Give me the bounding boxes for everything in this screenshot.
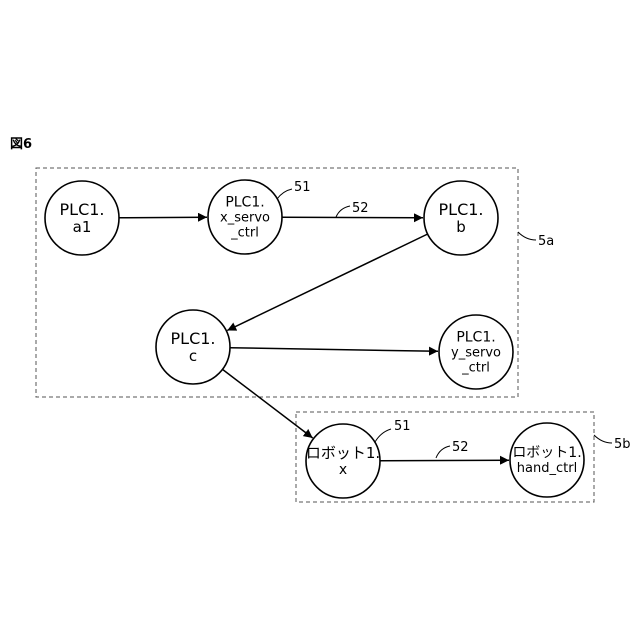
node-label-line: x_servo <box>220 211 270 226</box>
callout-label: 51 <box>394 419 411 434</box>
node-label-line: x <box>339 462 347 478</box>
node-c[interactable]: PLC1.c <box>156 310 230 384</box>
nodes-layer: PLC1.a1PLC1.x_servo_ctrlPLC1.bPLC1.cPLC1… <box>45 180 584 498</box>
node-robot_x[interactable]: ロボット1.x <box>306 424 380 498</box>
node-label-line: hand_ctrl <box>517 461 577 476</box>
edge-label-leader <box>436 446 450 458</box>
callout-leader <box>277 189 292 199</box>
group-label-5b: 5b <box>614 437 631 452</box>
node-label-line: PLC1. <box>225 195 264 211</box>
node-b[interactable]: PLC1.b <box>424 181 498 255</box>
figure-title: 図6 <box>10 137 32 152</box>
edge-c-to-y_servo <box>230 348 438 352</box>
node-label-line: PLC1. <box>171 329 216 348</box>
node-robot_hand[interactable]: ロボット1.hand_ctrl <box>510 423 584 497</box>
node-label-line: _ctrl <box>230 226 259 241</box>
edge-c-to-robot_x <box>223 369 313 438</box>
group-leader-5b <box>594 435 612 443</box>
node-label-line: PLC1. <box>439 200 484 219</box>
node-label-line: c <box>189 347 197 365</box>
node-a1[interactable]: PLC1.a1 <box>45 181 119 255</box>
group-label-5a: 5a <box>538 234 554 249</box>
edge-a1-to-x_servo <box>119 217 207 218</box>
callout-leader <box>375 429 391 442</box>
group-leader-5a <box>518 232 536 240</box>
edge-robot_x-to-robot_hand <box>380 460 509 461</box>
node-label-line: y_servo <box>451 346 501 361</box>
edge-x_servo-to-b <box>282 217 423 218</box>
node-y_servo[interactable]: PLC1.y_servo_ctrl <box>439 315 513 389</box>
node-label-line: PLC1. <box>456 330 495 346</box>
node-label-line: a1 <box>73 218 92 236</box>
node-label-line: b <box>456 218 466 236</box>
node-label-line: _ctrl <box>461 361 490 376</box>
edge-label: 52 <box>452 440 469 455</box>
node-label-line: ロボット1. <box>306 444 380 462</box>
node-x_servo[interactable]: PLC1.x_servo_ctrl <box>208 180 282 254</box>
edge-label: 52 <box>352 201 369 216</box>
node-label-line: PLC1. <box>60 200 105 219</box>
callout-label: 51 <box>294 180 311 195</box>
edge-label-leader <box>336 206 350 217</box>
node-label-line: ロボット1. <box>512 445 581 461</box>
